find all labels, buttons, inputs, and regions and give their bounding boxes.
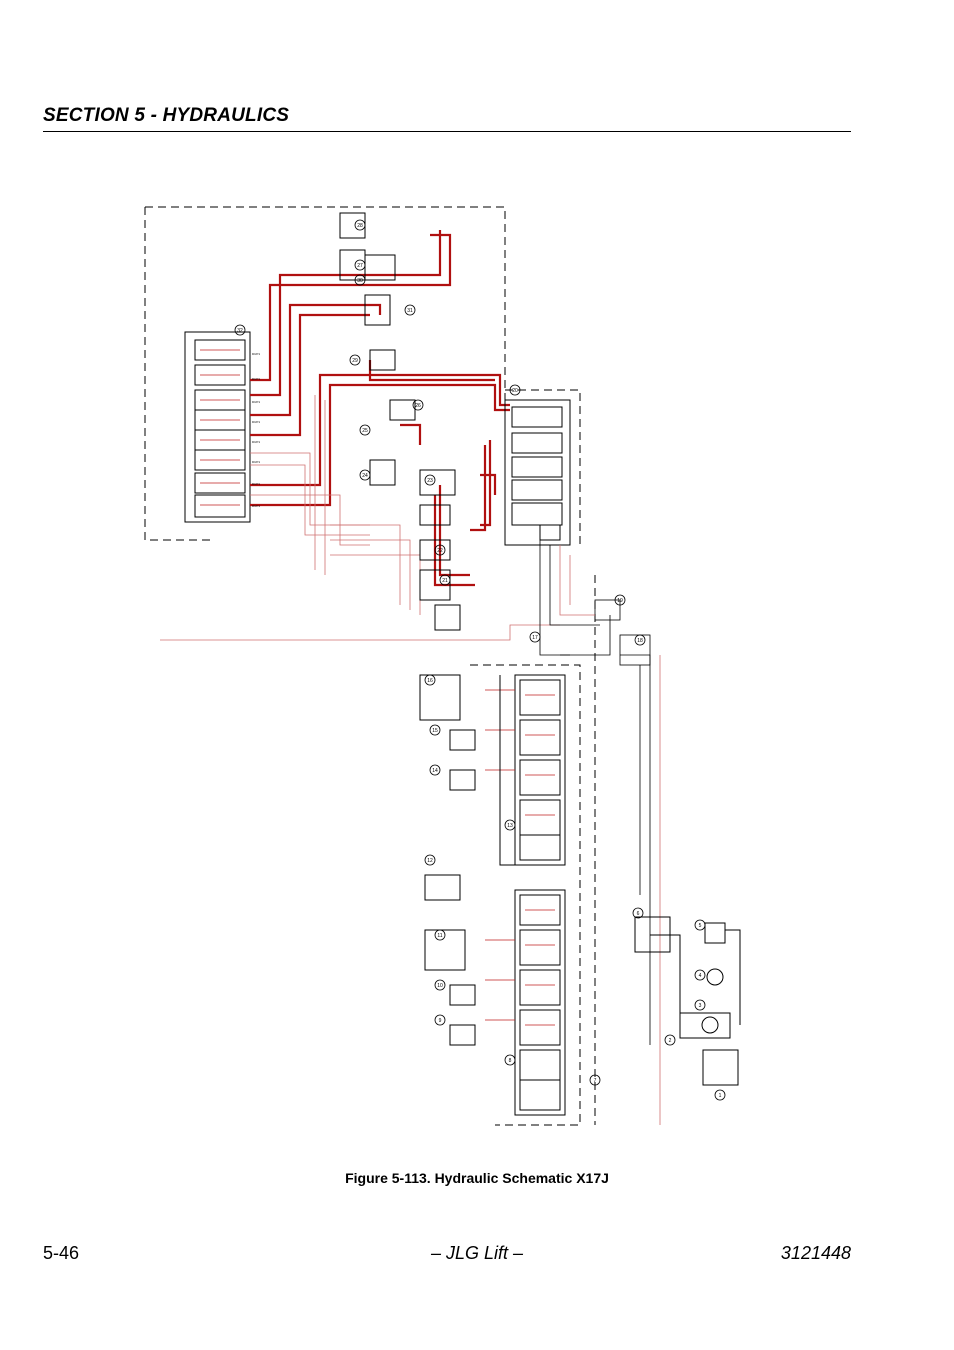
- callout-circles: [234, 219, 726, 1101]
- callout-number: 11: [437, 933, 442, 939]
- callout-number: 15: [432, 728, 438, 734]
- callout-number: 1: [719, 1093, 722, 1099]
- left-valve-bank-red-lines: [200, 349, 240, 506]
- callout-number: 4: [699, 973, 702, 979]
- callout-number: 7: [594, 1078, 597, 1084]
- svg-text:DUP1: DUP1: [252, 400, 260, 404]
- svg-text:DUP1: DUP1: [252, 420, 260, 424]
- dashed-enclosure-upper: [144, 206, 506, 541]
- callout-number: 10: [437, 983, 443, 989]
- callout-number: 14: [432, 768, 438, 774]
- callout-number: 21: [442, 578, 448, 584]
- callout-number: 32: [237, 328, 243, 334]
- middle-red-lines: [559, 545, 661, 1125]
- callout-number: 5: [699, 923, 702, 929]
- svg-text:DUP1: DUP1: [252, 377, 260, 381]
- svg-text:DUP1: DUP1: [252, 440, 260, 444]
- callout-number: 16: [427, 678, 433, 684]
- callout-number: 22: [437, 548, 443, 554]
- upper-right-manifold: [504, 399, 571, 546]
- lower-valve-bank-2-red: [485, 909, 555, 1026]
- svg-text:DUP1: DUP1: [252, 352, 260, 356]
- lower-cylinders-2: [424, 874, 476, 1046]
- middle-lines: [539, 540, 651, 1045]
- callout-number: 27: [357, 263, 363, 269]
- upper-cylinders: [339, 212, 461, 631]
- svg-text:DUP1: DUP1: [252, 482, 260, 486]
- callout-number: 29: [352, 358, 358, 364]
- lower-cylinders-1: [419, 674, 540, 866]
- callout-number: 19: [617, 598, 623, 604]
- callout-number: 3: [699, 1003, 702, 1009]
- page-number: 5-46: [43, 1243, 80, 1263]
- callout-number: 28: [357, 223, 363, 229]
- dashed-enclosure-right: [470, 389, 596, 1126]
- callout-number: 31: [407, 308, 413, 314]
- section-title: SECTION 5 - HYDRAULICS: [43, 105, 290, 126]
- callout-number: 2: [669, 1038, 672, 1044]
- callout-number: 13: [507, 823, 513, 829]
- callout-number: 9: [439, 1018, 442, 1024]
- figure-caption: Figure 5-113. Hydraulic Schematic X17J: [345, 1170, 609, 1186]
- svg-text:DUP1: DUP1: [252, 460, 260, 464]
- lower-valve-bank-1: [514, 674, 566, 866]
- callout-number: 6: [637, 911, 640, 917]
- callout-number: 20: [512, 388, 518, 394]
- callout-number: 17: [532, 635, 538, 641]
- callout-number: 25: [362, 428, 368, 434]
- footer-brand: – JLG Lift –: [430, 1243, 524, 1263]
- svg-text:DUP1: DUP1: [252, 504, 260, 508]
- callout-number: 26: [415, 403, 421, 409]
- callout-number: 23: [427, 478, 433, 484]
- callout-number: 30: [357, 278, 363, 284]
- document-number: 3121448: [780, 1243, 851, 1263]
- section-rule: [43, 131, 851, 132]
- callout-number: 8: [509, 1058, 512, 1064]
- callout-number: 18: [637, 638, 643, 644]
- pump-motor-group: [634, 916, 741, 1086]
- left-valve-bank: [184, 331, 251, 523]
- lower-valve-bank-2: [514, 889, 566, 1116]
- callout-number: 24: [362, 473, 368, 479]
- hydraulic-lines-upper: [250, 230, 510, 587]
- callout-number: 12: [427, 858, 433, 864]
